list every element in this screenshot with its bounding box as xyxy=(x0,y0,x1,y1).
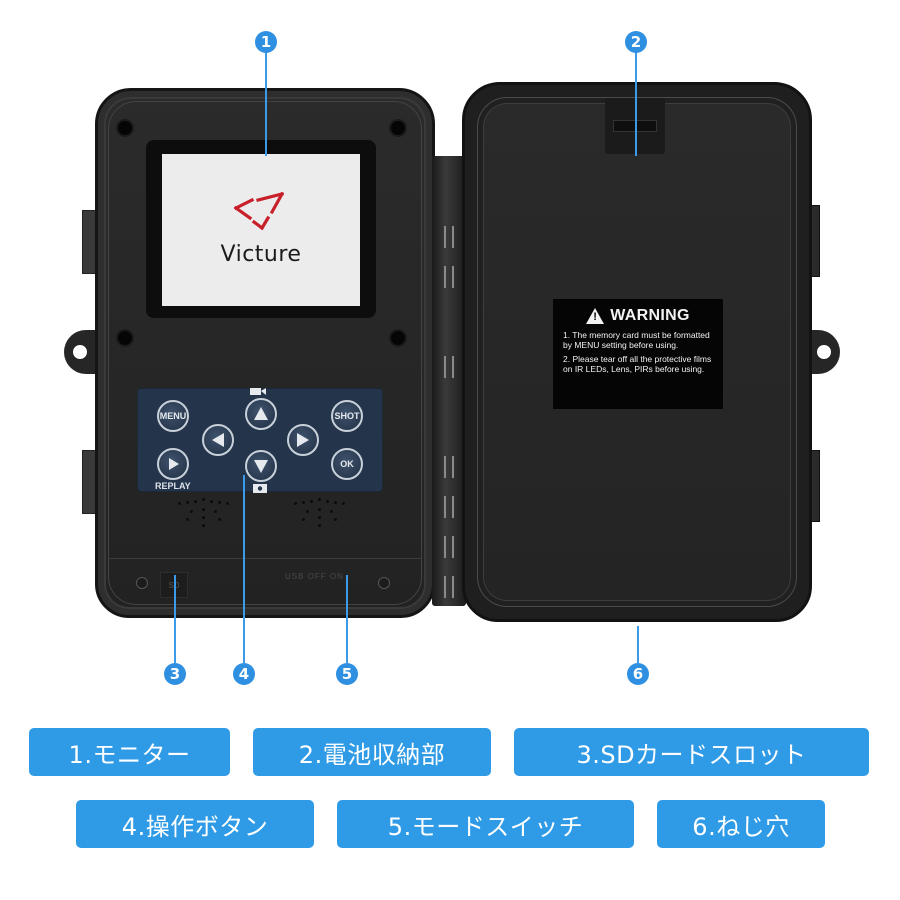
video-camera-icon xyxy=(250,388,266,395)
leader-line-5 xyxy=(346,575,348,663)
legend-control-buttons: 4.操作ボタン xyxy=(76,800,314,848)
marker-6: 6 xyxy=(627,663,649,685)
down-arrow-button[interactable] xyxy=(245,450,277,482)
left-arrow-button[interactable] xyxy=(202,424,234,456)
marker-5: 5 xyxy=(336,663,358,685)
warning-item: 1. The memory card must be formatted by … xyxy=(563,330,710,350)
brand-name: Victure xyxy=(220,242,302,267)
marker-4: 4 xyxy=(233,663,255,685)
marker-1: 1 xyxy=(255,31,277,53)
menu-button-label: MENU xyxy=(159,411,187,421)
marker-3: 3 xyxy=(164,663,186,685)
leader-line-3 xyxy=(174,575,176,663)
hinge xyxy=(432,156,466,606)
left-side-tab-bottom xyxy=(82,450,96,514)
play-icon xyxy=(169,458,179,470)
legend-sd-card-slot: 3.SDカードスロット xyxy=(514,728,869,776)
leader-line-2 xyxy=(635,52,637,156)
arrow-right-icon xyxy=(297,433,309,447)
leader-line-4 xyxy=(243,475,245,663)
screw-hole xyxy=(391,121,405,135)
marker-2: 2 xyxy=(625,31,647,53)
legend-mode-switch: 5.モードスイッチ xyxy=(337,800,634,848)
photo-camera-icon xyxy=(253,484,267,493)
monitor-screen: Victure xyxy=(162,154,360,306)
warning-triangle-icon xyxy=(586,308,605,324)
arrow-left-icon xyxy=(212,433,224,447)
screw-hole xyxy=(118,121,132,135)
screw-hole xyxy=(391,331,405,345)
legend-battery-compartment: 2.電池収納部 xyxy=(253,728,491,776)
replay-button[interactable] xyxy=(157,448,189,480)
victure-logo-icon xyxy=(233,192,285,231)
replay-label: REPLAY xyxy=(155,481,191,491)
arrow-down-icon xyxy=(254,460,268,473)
legend-monitor: 1.モニター xyxy=(29,728,230,776)
ok-button-label: OK xyxy=(340,459,354,469)
legend-screw-hole: 6.ねじ穴 xyxy=(657,800,825,848)
left-mounting-lug xyxy=(64,330,100,374)
menu-button[interactable]: MENU xyxy=(157,400,189,432)
battery-compartment-door[interactable] xyxy=(462,82,812,622)
left-side-tab-top xyxy=(82,210,96,274)
warning-item: 2. Please tear off all the protective fi… xyxy=(563,354,712,374)
mode-switch[interactable]: USB OFF ON xyxy=(285,572,344,581)
bottom-cover xyxy=(108,558,422,610)
control-keypad: MENU REPLAY SHOT OK xyxy=(137,388,383,493)
screw-hole xyxy=(118,331,132,345)
leader-line-6 xyxy=(637,626,639,663)
shot-button[interactable]: SHOT xyxy=(331,400,363,432)
shot-button-label: SHOT xyxy=(334,411,360,421)
leader-line-1 xyxy=(265,52,267,156)
screw-icon xyxy=(378,577,390,589)
right-arrow-button[interactable] xyxy=(287,424,319,456)
arrow-up-icon xyxy=(254,407,268,420)
up-arrow-button[interactable] xyxy=(245,398,277,430)
ok-button[interactable]: OK xyxy=(331,448,363,480)
warning-title: WARNING xyxy=(610,307,690,324)
warning-label: WARNING 1. The memory card must be forma… xyxy=(553,299,723,409)
screw-icon xyxy=(136,577,148,589)
